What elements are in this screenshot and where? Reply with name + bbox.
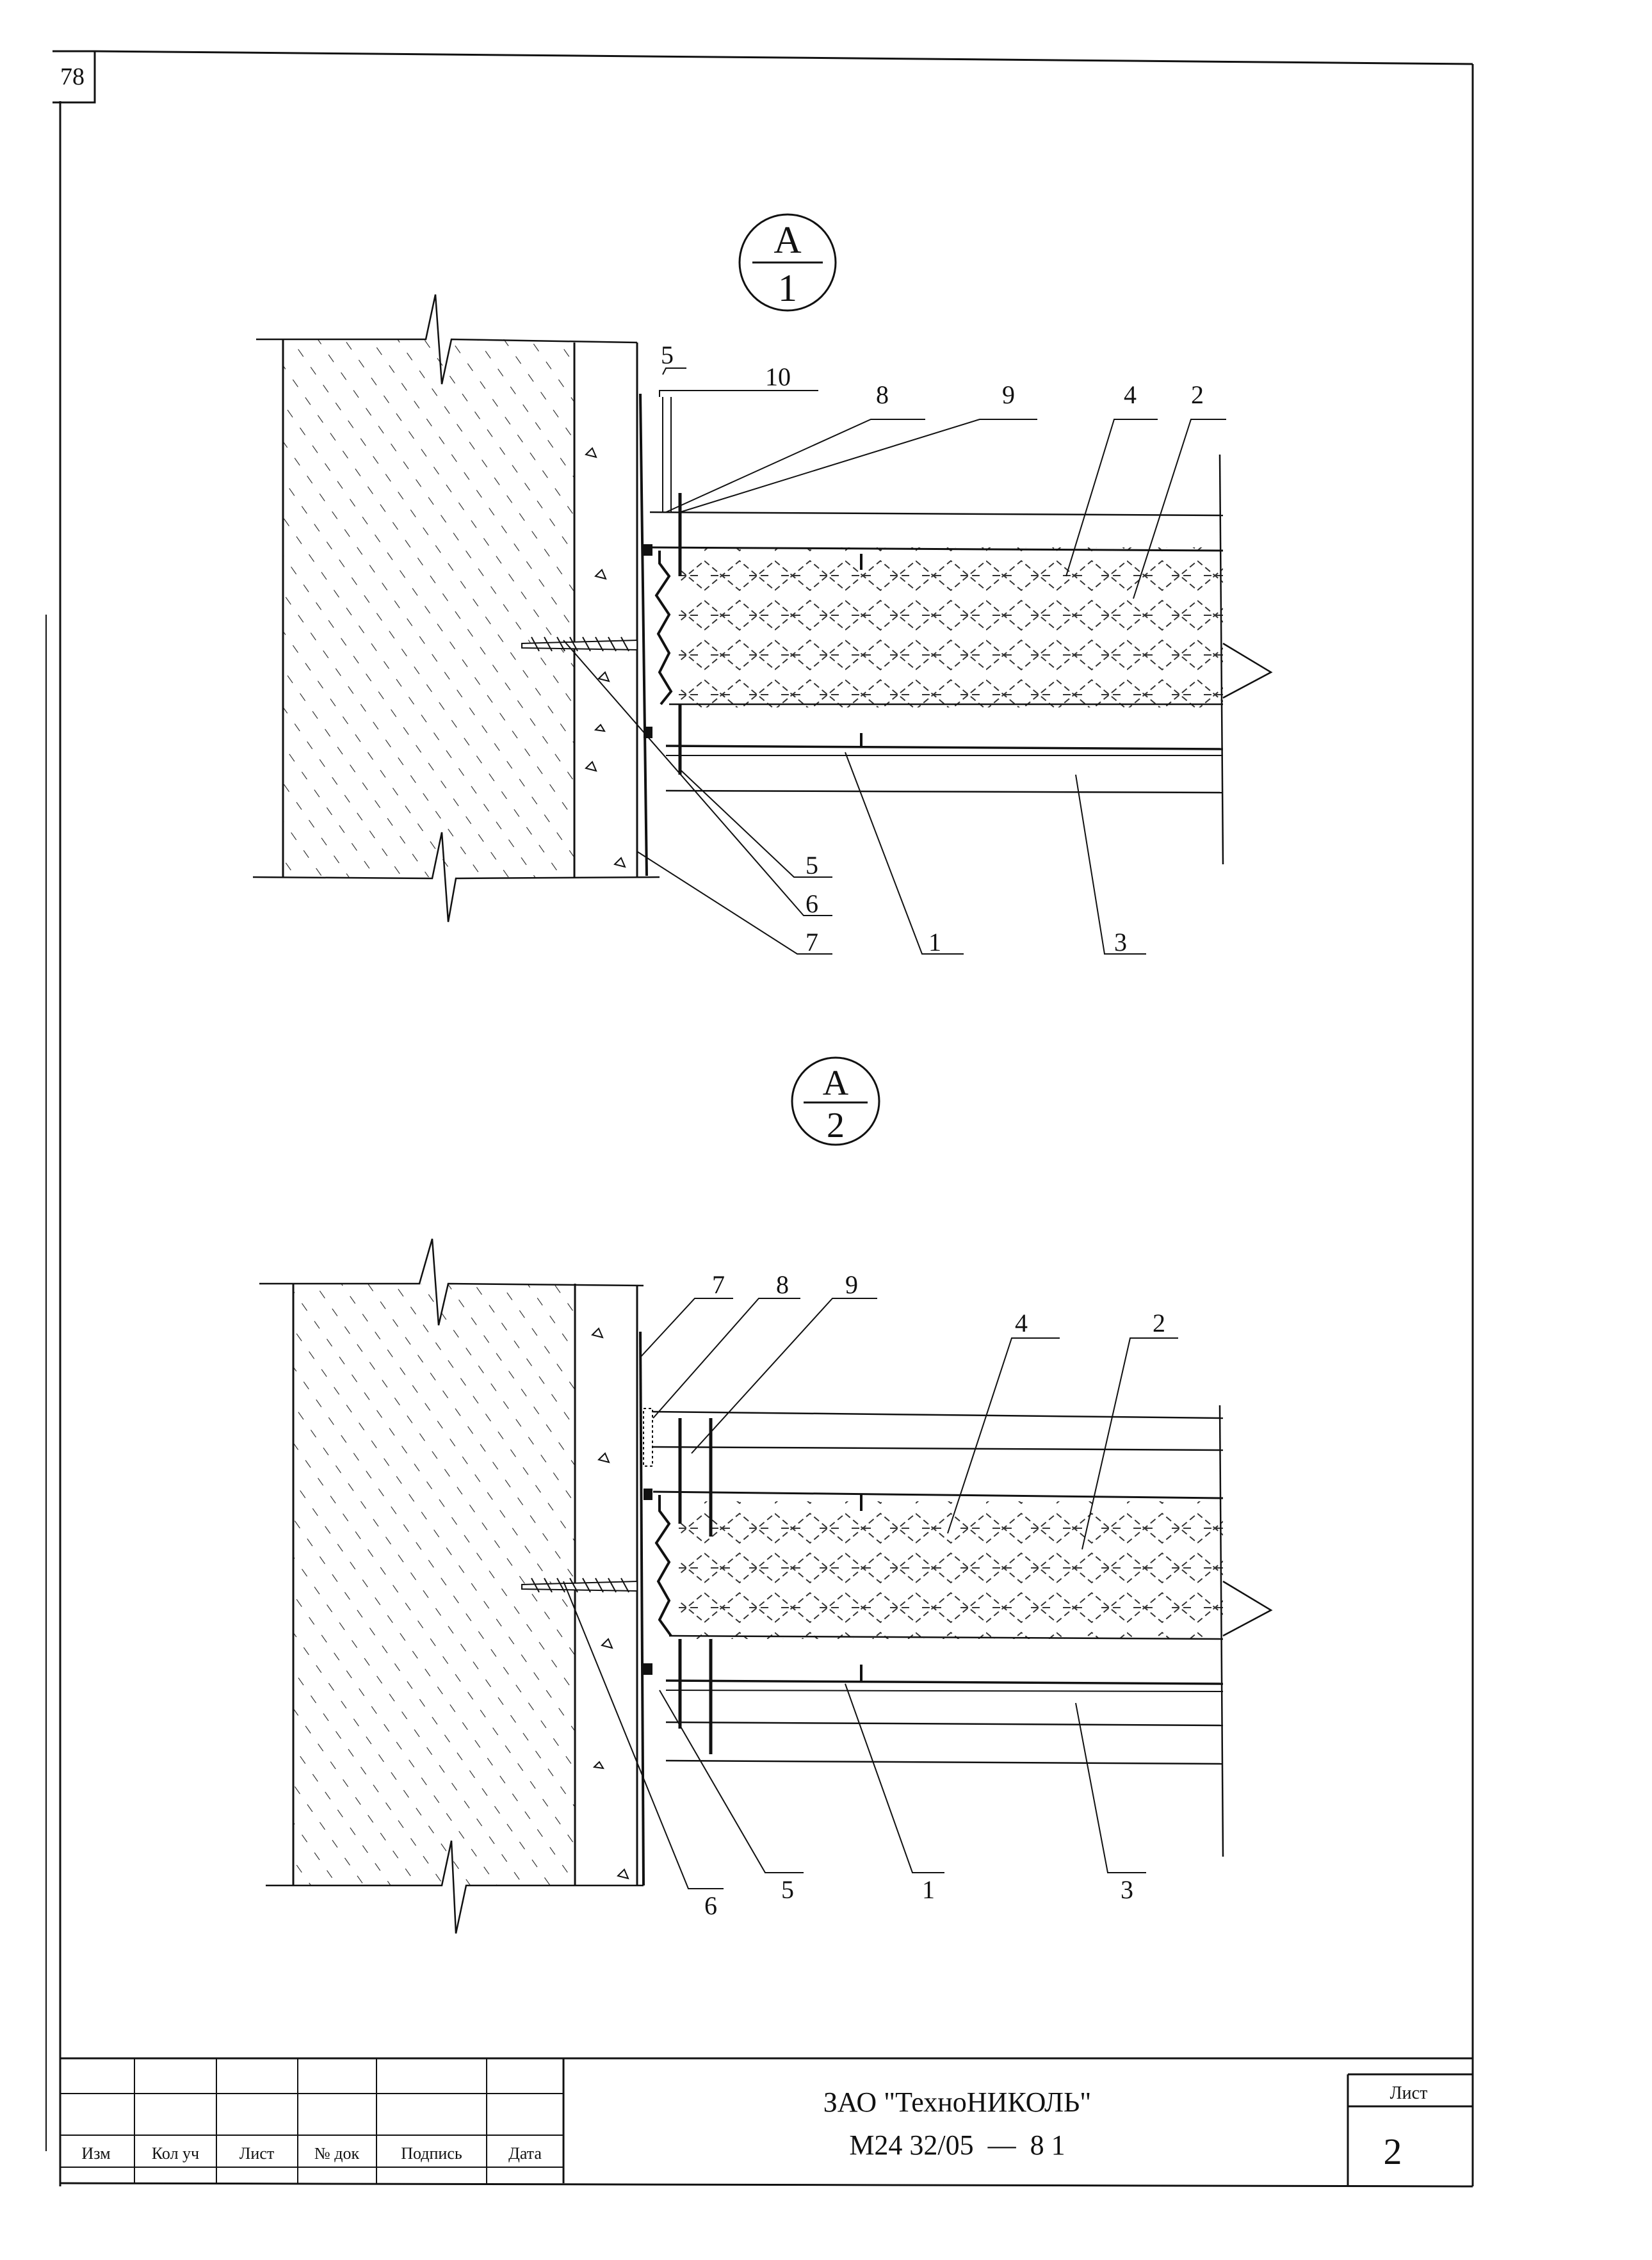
callout-7: 7 [712,1270,725,1299]
callout-3: 3 [1121,1875,1133,1904]
roof-layers [521,1331,1273,1886]
wall-section [252,294,660,923]
section-symbol-a1: A 1 [738,213,837,312]
callout-3: 3 [1114,928,1127,956]
callout-4: 4 [1124,380,1137,409]
callout-8: 8 [876,380,889,409]
callouts-a2: 7 8 9 4 2 6 5 1 3 [704,1270,1165,1920]
detail-a1: A 1 [252,213,1273,956]
callout-1: 1 [928,928,941,956]
callout-5-top: 5 [661,341,674,369]
leader-lines-a2 [563,1298,1178,1889]
callout-8: 8 [776,1270,789,1299]
roof-layers [521,393,1273,876]
section-symbol-a2: A 2 [791,1056,880,1146]
callout-4: 4 [1015,1309,1028,1337]
callout-6: 6 [704,1891,717,1920]
callout-1: 1 [922,1875,935,1904]
section-symbol-number: 1 [778,267,797,309]
callout-5: 5 [781,1875,794,1904]
col-izm: Изм [81,2144,110,2163]
col-n-dok: № док [314,2144,360,2163]
page-number-box: 78 [53,50,96,104]
sheet-number: 2 [1384,2131,1402,2172]
callouts-a1: 10 5 8 9 4 2 5 6 7 1 3 [661,341,1204,956]
callout-6: 6 [806,889,818,918]
company-name: ЗАО "ТехноНИКОЛЬ" [823,2086,1092,2118]
col-data: Дата [508,2144,542,2163]
section-symbol-number: 2 [827,1106,845,1145]
page-number: 78 [60,63,85,90]
leader-lines-a1 [563,367,1226,955]
sheet-frame [45,50,1474,2188]
title-block: Изм Кол уч Лист № док Подпись Дата ЗАО "… [60,2057,1473,2185]
col-podpis: Подпись [401,2144,462,2163]
callout-10: 10 [765,362,791,391]
callout-9: 9 [845,1270,858,1299]
callout-2: 2 [1191,380,1204,409]
callout-5: 5 [806,851,818,880]
callout-2: 2 [1153,1309,1165,1337]
col-kol-uch: Кол уч [152,2144,199,2163]
section-symbol-letter: A [823,1063,849,1103]
col-list: Лист [239,2144,274,2163]
callout-7: 7 [806,928,818,956]
callout-9: 9 [1002,380,1015,409]
section-symbol-letter: A [773,219,801,261]
detail-a2: A 2 [259,1056,1273,1934]
sheet-label: Лист [1390,2083,1428,2103]
document-code: М24 32/05 — 8 1 [849,2129,1065,2161]
